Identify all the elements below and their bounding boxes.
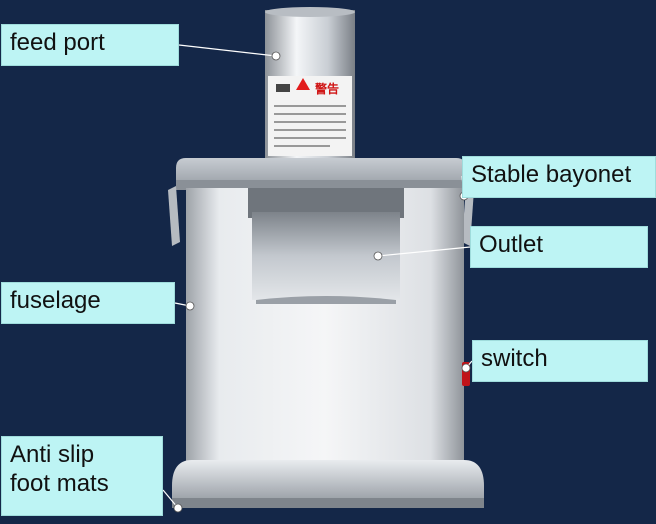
- feed-port-marker: [271, 51, 281, 61]
- feed-port-leader-line: [178, 44, 277, 57]
- warning-sign-text: 警告: [314, 81, 339, 96]
- bayonet-clip-left: [168, 186, 180, 246]
- warning-triangle-icon: [296, 78, 310, 90]
- switch-marker: [461, 363, 471, 373]
- machine-base: [172, 460, 484, 508]
- machine-lid: [176, 158, 466, 190]
- outlet-marker: [373, 251, 383, 261]
- warning-fine-print: [274, 105, 346, 147]
- switch-label: switch: [472, 340, 648, 382]
- feed-port-label: feed port: [1, 24, 179, 66]
- foot-mat-marker: [173, 503, 183, 513]
- outlet-chute: [248, 188, 404, 304]
- fuselage-label: fuselage: [1, 282, 175, 324]
- feed-port-cylinder: 警告: [265, 7, 355, 158]
- stable-bayonet-label: Stable bayonet: [462, 156, 656, 198]
- outlet-label: Outlet: [470, 226, 648, 268]
- outlet-leader-line: [377, 246, 471, 257]
- fuselage-marker: [185, 301, 195, 311]
- anti-slip-foot-mats-label: Anti slip foot mats: [1, 436, 163, 516]
